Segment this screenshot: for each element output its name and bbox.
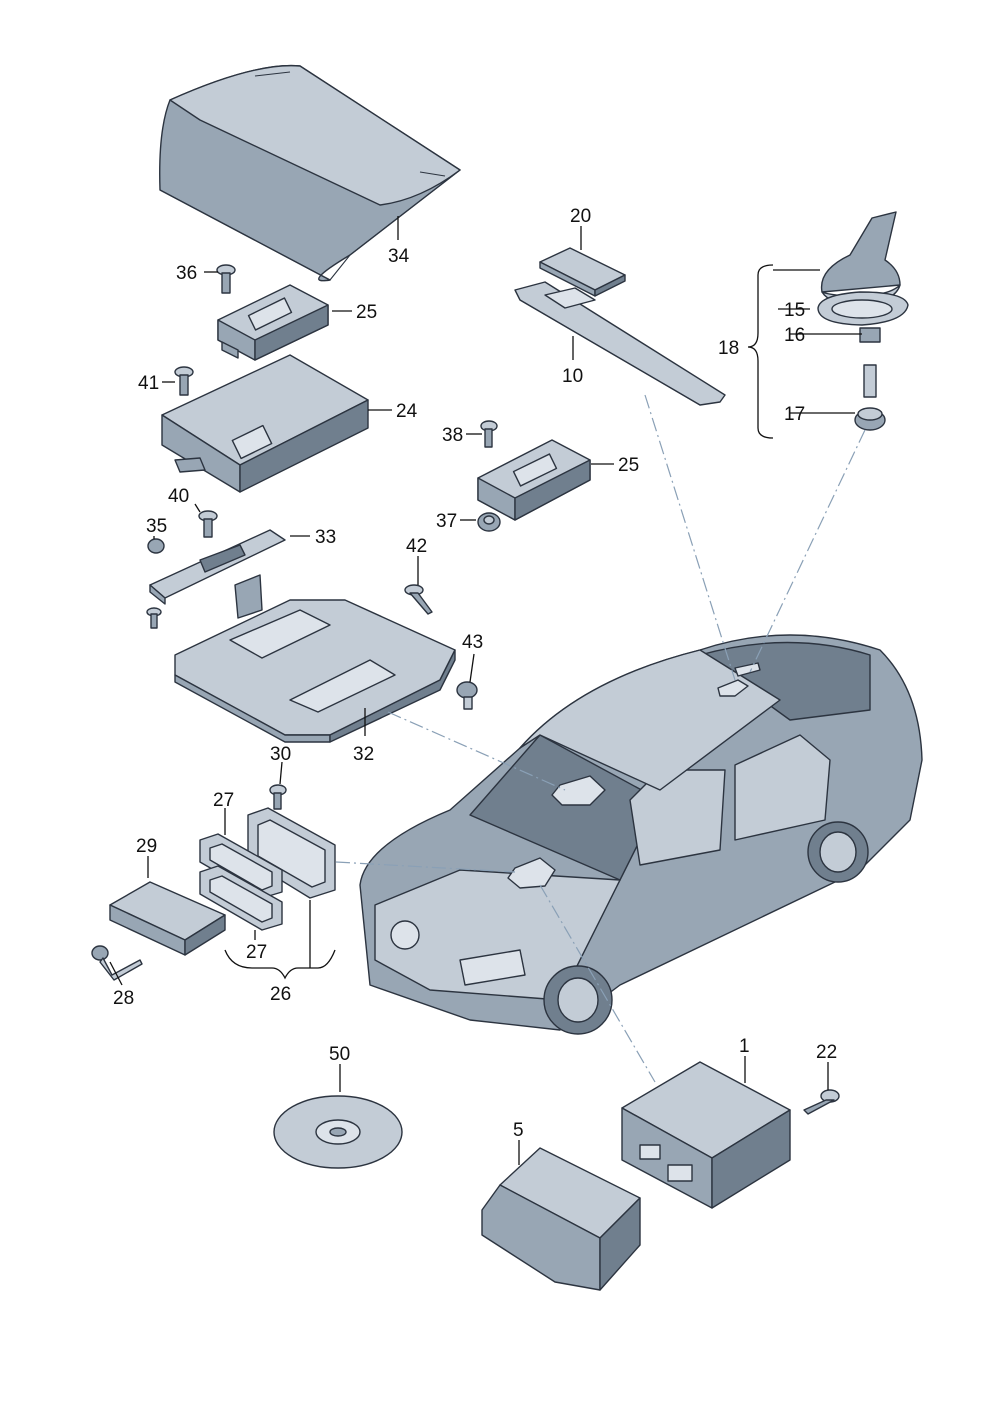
part-42-screw[interactable] (404, 584, 433, 615)
part-5-bracket[interactable] (481, 1147, 641, 1291)
callout-16[interactable]: 16 (784, 325, 805, 346)
callout-24[interactable]: 24 (396, 401, 418, 422)
part-43-clip[interactable] (456, 681, 478, 710)
callout-22[interactable]: 22 (816, 1042, 837, 1063)
callout-38[interactable]: 38 (442, 425, 463, 446)
callout-25-lower[interactable]: 25 (618, 455, 639, 476)
leader-lines (109, 216, 862, 1165)
callout-36[interactable]: 36 (176, 263, 197, 284)
part-25-lower-module[interactable] (477, 439, 591, 521)
part-36-screw[interactable] (216, 264, 236, 294)
callout-18[interactable]: 18 (718, 338, 739, 359)
callout-25-upper[interactable]: 25 (356, 302, 377, 323)
part-bracket-screw[interactable] (146, 607, 162, 629)
part-37-nut[interactable] (477, 512, 501, 532)
callout-15[interactable]: 15 (784, 300, 805, 321)
part-20-module[interactable] (539, 247, 626, 297)
callout-42[interactable]: 42 (406, 536, 427, 557)
callout-20[interactable]: 20 (570, 206, 591, 227)
part-16-nut[interactable] (859, 327, 881, 343)
callout-34[interactable]: 34 (388, 246, 410, 267)
part-10-trim-panel[interactable] (514, 281, 726, 406)
part-27-upper-bracket[interactable] (199, 833, 283, 899)
callout-numbers: 34 36 25 41 24 38 25 37 40 35 33 42 43 3… (113, 206, 837, 1141)
callout-28[interactable]: 28 (113, 988, 134, 1009)
part-24-box-unit[interactable] (161, 354, 369, 493)
callout-30[interactable]: 30 (270, 744, 291, 765)
part-27-lower-bracket[interactable] (199, 865, 283, 931)
callout-17[interactable]: 17 (784, 404, 805, 425)
part-28-cable[interactable] (91, 945, 143, 981)
part-38-screw[interactable] (480, 420, 498, 448)
part-antenna-bolt[interactable] (863, 364, 877, 398)
callout-29[interactable]: 29 (136, 836, 157, 857)
callout-41[interactable]: 41 (138, 373, 159, 394)
part-40-bolt[interactable] (198, 510, 218, 538)
callout-10[interactable]: 10 (562, 366, 583, 387)
callout-40[interactable]: 40 (168, 486, 189, 507)
part-22-screw[interactable] (803, 1089, 840, 1115)
part-50-disc[interactable] (273, 1095, 403, 1169)
callout-5[interactable]: 5 (513, 1120, 524, 1141)
part-35-nut[interactable] (147, 538, 165, 554)
callout-27-upper[interactable]: 27 (213, 790, 234, 811)
part-1-control-unit[interactable] (621, 1061, 791, 1209)
callout-50[interactable]: 50 (329, 1044, 350, 1065)
part-15-gasket[interactable] (817, 291, 909, 326)
part-antenna[interactable] (820, 211, 901, 306)
callout-1[interactable]: 1 (739, 1036, 750, 1057)
part-34-cover[interactable] (159, 64, 461, 282)
part-32-tray[interactable] (174, 574, 456, 743)
part-25-upper-module[interactable] (217, 284, 329, 361)
callout-26[interactable]: 26 (270, 984, 291, 1005)
callout-32[interactable]: 32 (353, 744, 374, 765)
part-33-bracket[interactable] (149, 529, 286, 605)
vehicle-sedan (359, 634, 923, 1035)
callout-35[interactable]: 35 (146, 516, 167, 537)
part-17-grommet[interactable] (854, 407, 886, 431)
callout-43[interactable]: 43 (462, 632, 483, 653)
callout-33[interactable]: 33 (315, 527, 336, 548)
part-30-screw[interactable] (269, 784, 287, 810)
part-29-receiver[interactable] (109, 881, 226, 956)
part-41-bolt[interactable] (174, 366, 194, 396)
callout-37[interactable]: 37 (436, 511, 457, 532)
callout-27-lower[interactable]: 27 (246, 942, 267, 963)
location-lines (335, 394, 866, 1083)
